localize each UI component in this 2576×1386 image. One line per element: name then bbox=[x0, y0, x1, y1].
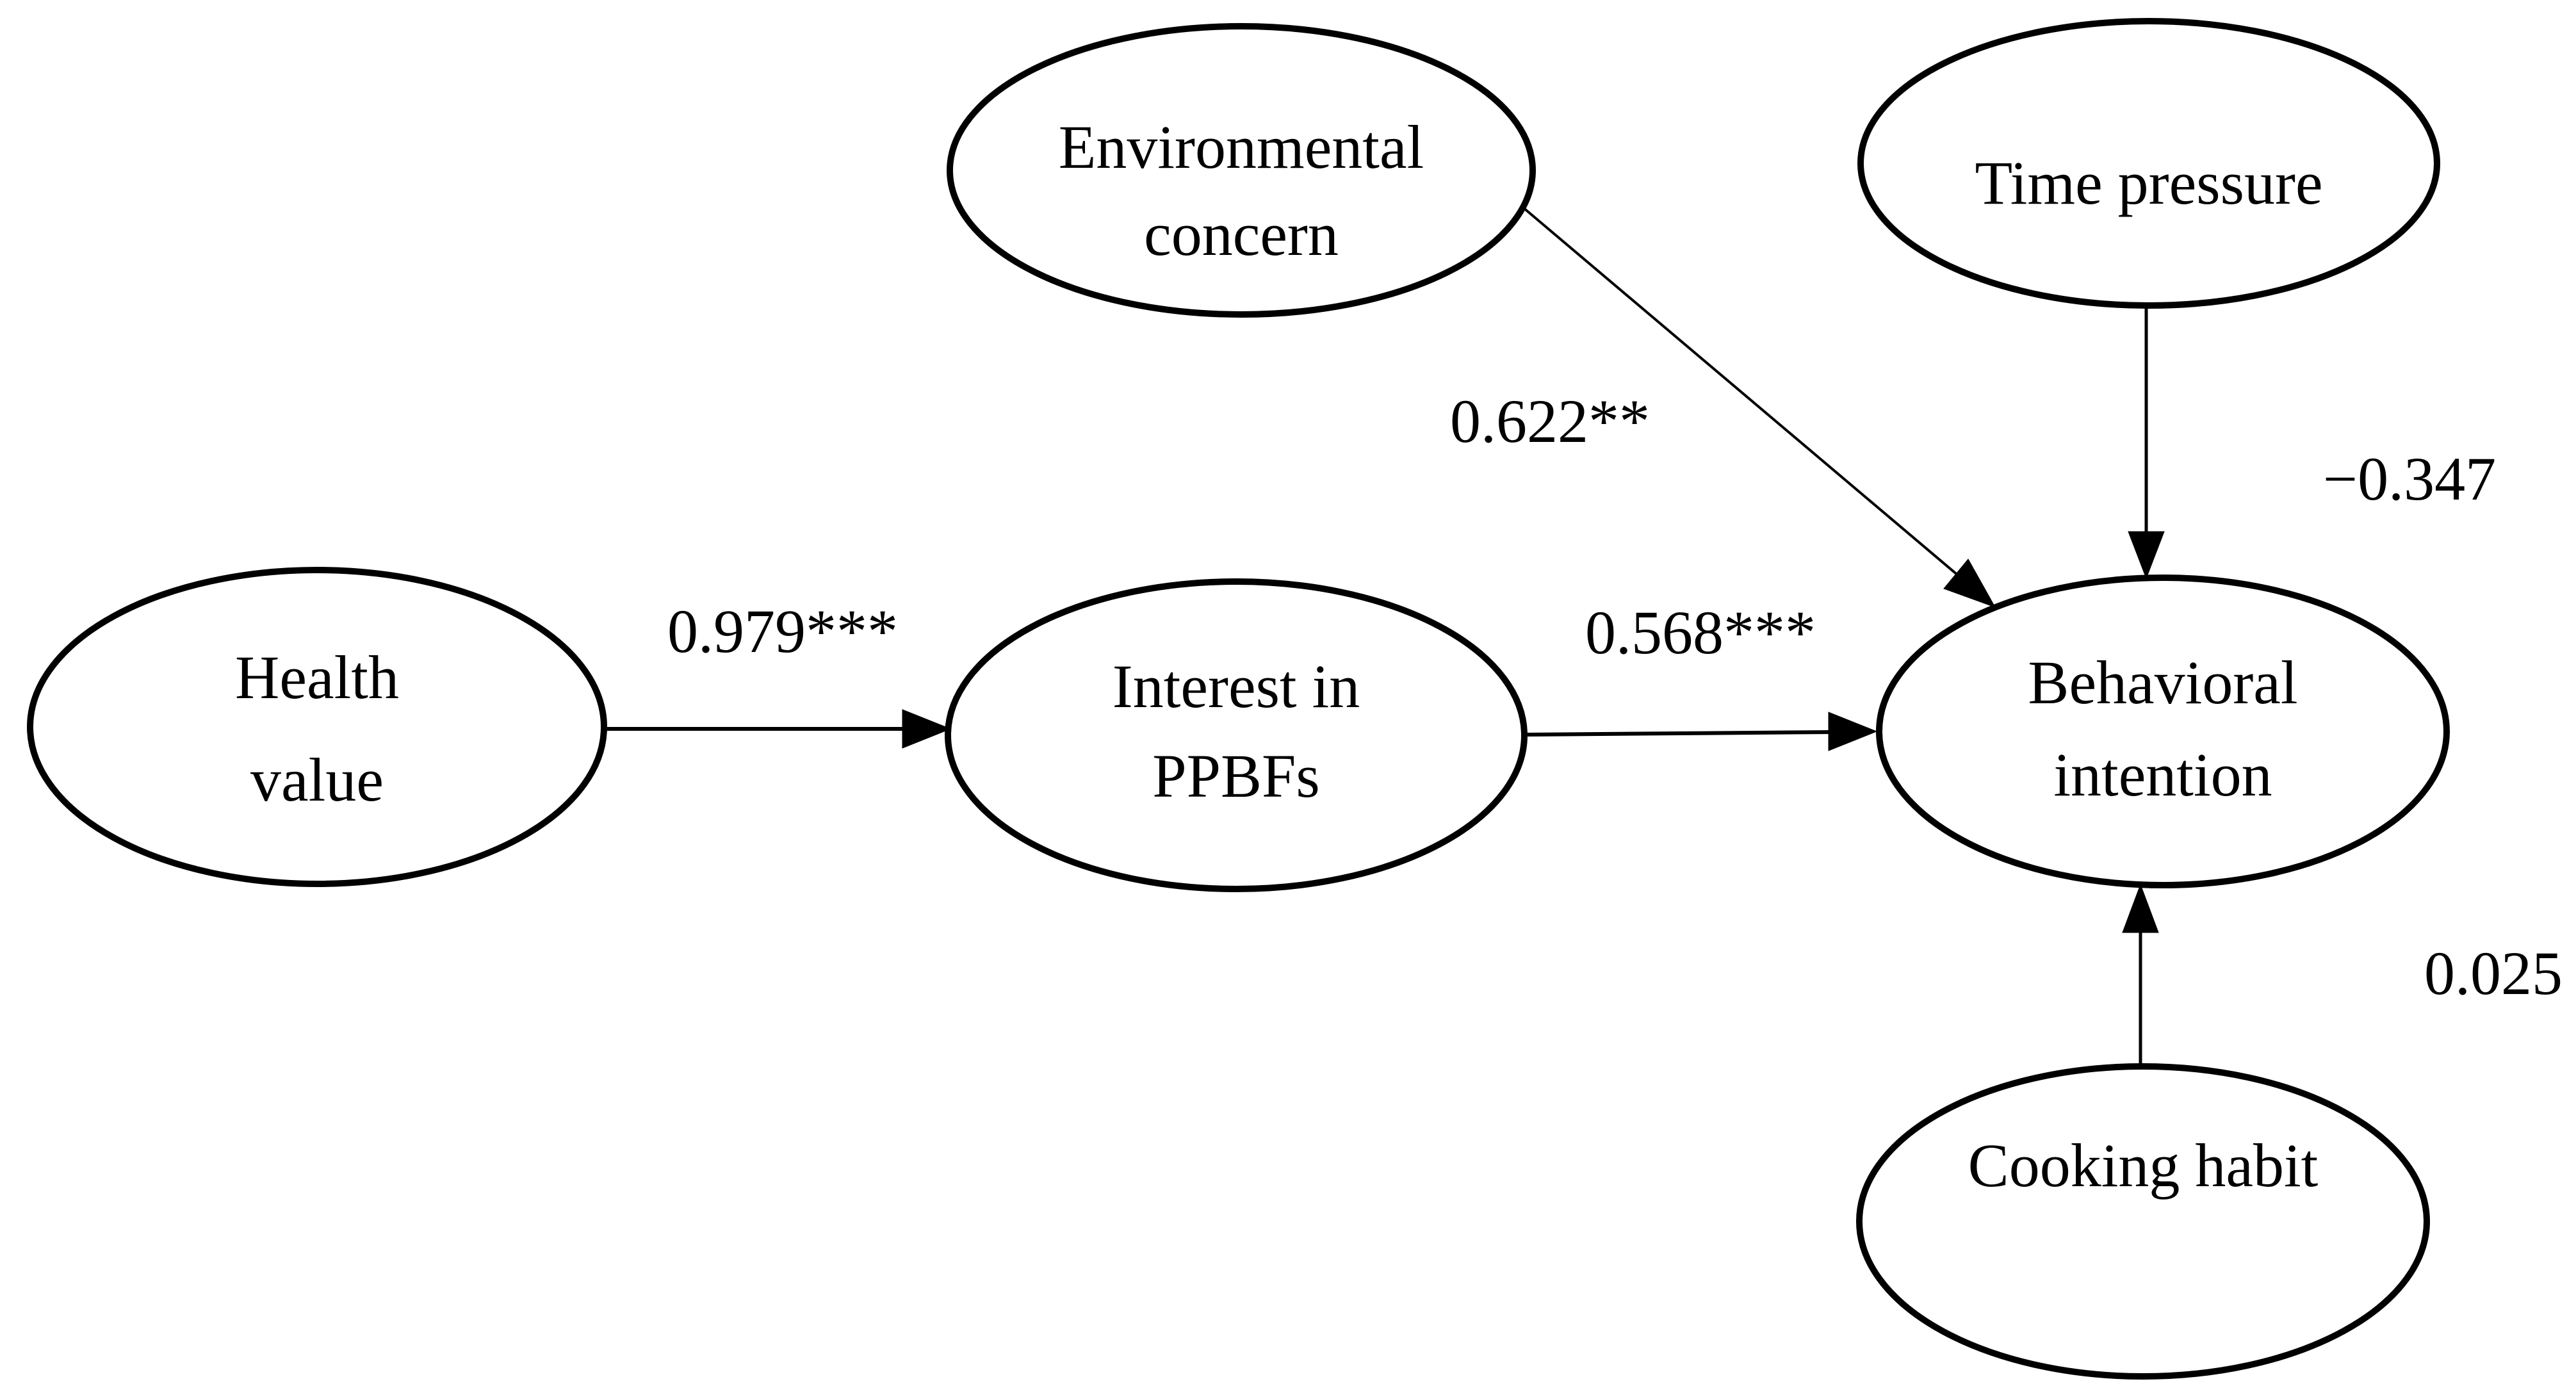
edge-environmental-to-behavioral: 0.622** bbox=[1450, 206, 1996, 608]
edge-label-cooking-behavioral: 0.025 bbox=[2424, 939, 2563, 1007]
node-ellipse bbox=[947, 23, 1536, 318]
node-interest-in-ppbfs: Interest in PPBFs bbox=[945, 578, 1528, 892]
node-behavioral-intention: Behavioral intention bbox=[1876, 575, 2450, 888]
node-label-line2: intention bbox=[2053, 740, 2272, 809]
edge-line bbox=[1522, 206, 1960, 577]
node-label-line2: concern bbox=[1144, 200, 1339, 268]
node-ellipse bbox=[27, 567, 607, 887]
edge-line bbox=[1524, 730, 1832, 737]
node-label-line1: Interest in bbox=[1113, 652, 1360, 721]
edge-health-to-interest: 0.979*** bbox=[604, 597, 952, 749]
node-label-line1: Cooking habit bbox=[1968, 1131, 2319, 1200]
arrowhead-right-icon bbox=[1828, 712, 1878, 751]
node-ellipse bbox=[1857, 18, 2440, 309]
edge-label-time-behavioral: −0.347 bbox=[2323, 444, 2496, 513]
edge-interest-to-behavioral: 0.568*** bbox=[1524, 598, 1878, 751]
arrowhead-diagonal-icon bbox=[1943, 558, 1996, 608]
node-ellipse bbox=[1856, 1063, 2430, 1380]
edge-label-interest-behavioral: 0.568*** bbox=[1585, 598, 1816, 667]
node-label-line1: Health bbox=[235, 643, 399, 712]
node-label-line1: Environmental bbox=[1059, 113, 1424, 181]
node-label-line1: Time pressure bbox=[1975, 149, 2322, 217]
arrowhead-up-icon bbox=[2122, 883, 2159, 933]
edge-cooking-to-behavioral: 0.025 bbox=[2122, 883, 2563, 1065]
node-label-line1: Behavioral bbox=[2028, 648, 2297, 717]
node-health-value: Health value bbox=[27, 567, 607, 887]
node-ellipse bbox=[945, 578, 1528, 892]
node-time-pressure: Time pressure bbox=[1857, 18, 2440, 309]
edge-time-to-behavioral: −0.347 bbox=[2128, 306, 2496, 580]
node-cooking-habit: Cooking habit bbox=[1856, 1063, 2430, 1380]
node-environmental-concern: Environmental concern bbox=[947, 23, 1536, 318]
arrowhead-down-icon bbox=[2128, 531, 2165, 580]
arrowhead-right-icon bbox=[902, 709, 952, 749]
edge-label-health-interest: 0.979*** bbox=[667, 597, 898, 665]
node-ellipse bbox=[1876, 575, 2450, 888]
edge-label-environmental-behavioral: 0.622** bbox=[1450, 387, 1650, 455]
node-label-line2: PPBFs bbox=[1152, 742, 1320, 810]
node-label-line2: value bbox=[250, 746, 384, 814]
